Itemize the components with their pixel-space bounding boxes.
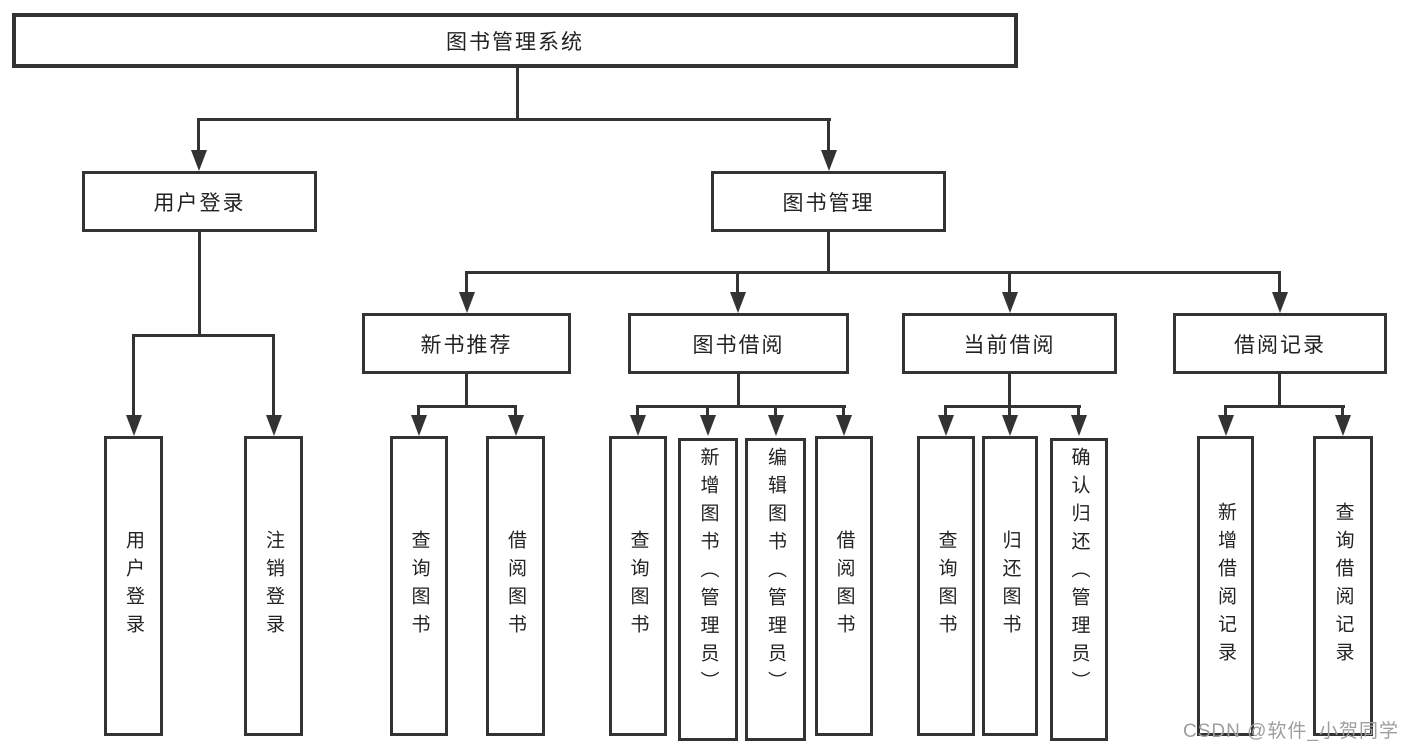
leaf-add-books-admin: 新增图书（管理员） (678, 438, 738, 741)
arrowhead (1071, 415, 1087, 436)
leaf-user-login: 用户登录 (104, 436, 163, 736)
leaf-query-borrow-record: 查询借阅记录 (1313, 436, 1373, 736)
connector-arrow-stem (1008, 271, 1011, 296)
arrowhead (508, 415, 524, 436)
connector-arrow-stem (774, 405, 777, 419)
connector-level2-hline (465, 271, 1281, 274)
leaf-query-books-borrowing: 查询图书 (609, 436, 667, 736)
connector-arrow-stem (465, 271, 468, 296)
connector-root-stub (516, 66, 519, 118)
arrowhead (1002, 292, 1018, 313)
node-book-management: 图书管理 (711, 171, 946, 232)
arrowhead (411, 415, 427, 436)
node-new-book-recommendation: 新书推荐 (362, 313, 571, 374)
leaf-label: 查询图书 (935, 530, 957, 642)
leaf-edit-books-admin: 编辑图书（管理员） (745, 438, 806, 741)
connector-arrow-stem (272, 334, 275, 418)
connector-hline (1224, 405, 1345, 408)
leaf-query-books-current: 查询图书 (917, 436, 975, 736)
arrowhead (730, 292, 746, 313)
connector-arrow-stem (736, 271, 739, 296)
leaf-label: 查询图书 (408, 530, 430, 642)
arrowhead (126, 415, 142, 436)
arrowhead (1002, 415, 1018, 436)
arrowhead (768, 415, 784, 436)
connector-stub (737, 374, 740, 407)
arrowhead (938, 415, 954, 436)
leaf-add-borrow-record: 新增借阅记录 (1197, 436, 1254, 736)
connector-arrow-stem (1278, 271, 1281, 296)
leaf-query-books-recommend: 查询图书 (390, 436, 448, 736)
connector-userlogin-hline (132, 334, 275, 337)
leaf-borrow-books: 借阅图书 (815, 436, 873, 736)
leaf-label: 归还图书 (999, 530, 1021, 642)
leaf-confirm-return-admin: 确认归还（管理员） (1050, 438, 1108, 741)
connector-stub (465, 374, 468, 407)
leaf-label: 查询借阅记录 (1332, 502, 1354, 670)
arrowhead (459, 292, 475, 313)
connector-arrow-stem (1008, 405, 1011, 419)
leaf-label: 借阅图书 (833, 530, 855, 642)
leaf-label: 编辑图书（管理员） (765, 447, 786, 699)
node-borrowing-records: 借阅记录 (1173, 313, 1387, 374)
connector-arrow-stem (706, 405, 709, 419)
leaf-label: 借阅图书 (505, 530, 526, 642)
connector-arrow-stem (944, 405, 947, 419)
connector-arrow-stem (417, 405, 420, 419)
node-user-login: 用户登录 (82, 171, 317, 232)
connector-arrow-stem (1341, 405, 1344, 419)
leaf-label: 新增图书（管理员） (697, 447, 719, 699)
arrowhead (630, 415, 646, 436)
connector-stub (1008, 374, 1011, 407)
arrowhead (821, 150, 837, 171)
connector-arrow-stem (514, 405, 517, 419)
connector-arrow-stem (827, 118, 830, 154)
connector-arrow-stem (636, 405, 639, 419)
connector-arrow-stem (842, 405, 845, 419)
connector-arrow-stem (1077, 405, 1080, 419)
arrowhead (266, 415, 282, 436)
leaf-return-books: 归还图书 (982, 436, 1038, 736)
arrowhead (1218, 415, 1234, 436)
connector-hline (417, 405, 517, 408)
node-library-management-system: 图书管理系统 (12, 13, 1018, 68)
leaf-label: 确认归还（管理员） (1068, 447, 1090, 699)
connector-arrow-stem (1224, 405, 1227, 419)
node-current-borrowing: 当前借阅 (902, 313, 1117, 374)
leaf-label: 查询图书 (627, 530, 649, 642)
arrowhead (1335, 415, 1351, 436)
watermark: CSDN @软件_小贺同学 (1183, 721, 1399, 742)
connector-stub (1278, 374, 1281, 407)
arrowhead (836, 415, 852, 436)
arrowhead (191, 150, 207, 171)
connector-level1-hline (197, 118, 831, 121)
connector-arrow-stem (197, 118, 200, 154)
leaf-label: 注销登录 (263, 530, 284, 642)
arrowhead (1272, 292, 1288, 313)
connector-bookmgmt-stub (827, 232, 830, 273)
connector-hline (636, 405, 846, 408)
leaf-borrow-books-recommend: 借阅图书 (486, 436, 545, 736)
node-book-borrowing: 图书借阅 (628, 313, 849, 374)
connector-userlogin-stub (198, 232, 201, 336)
connector-arrow-stem (132, 334, 135, 418)
connector-hline (944, 405, 1081, 408)
leaf-label: 用户登录 (123, 530, 144, 642)
leaf-logout: 注销登录 (244, 436, 303, 736)
leaf-label: 新增借阅记录 (1215, 502, 1236, 670)
arrowhead (700, 415, 716, 436)
